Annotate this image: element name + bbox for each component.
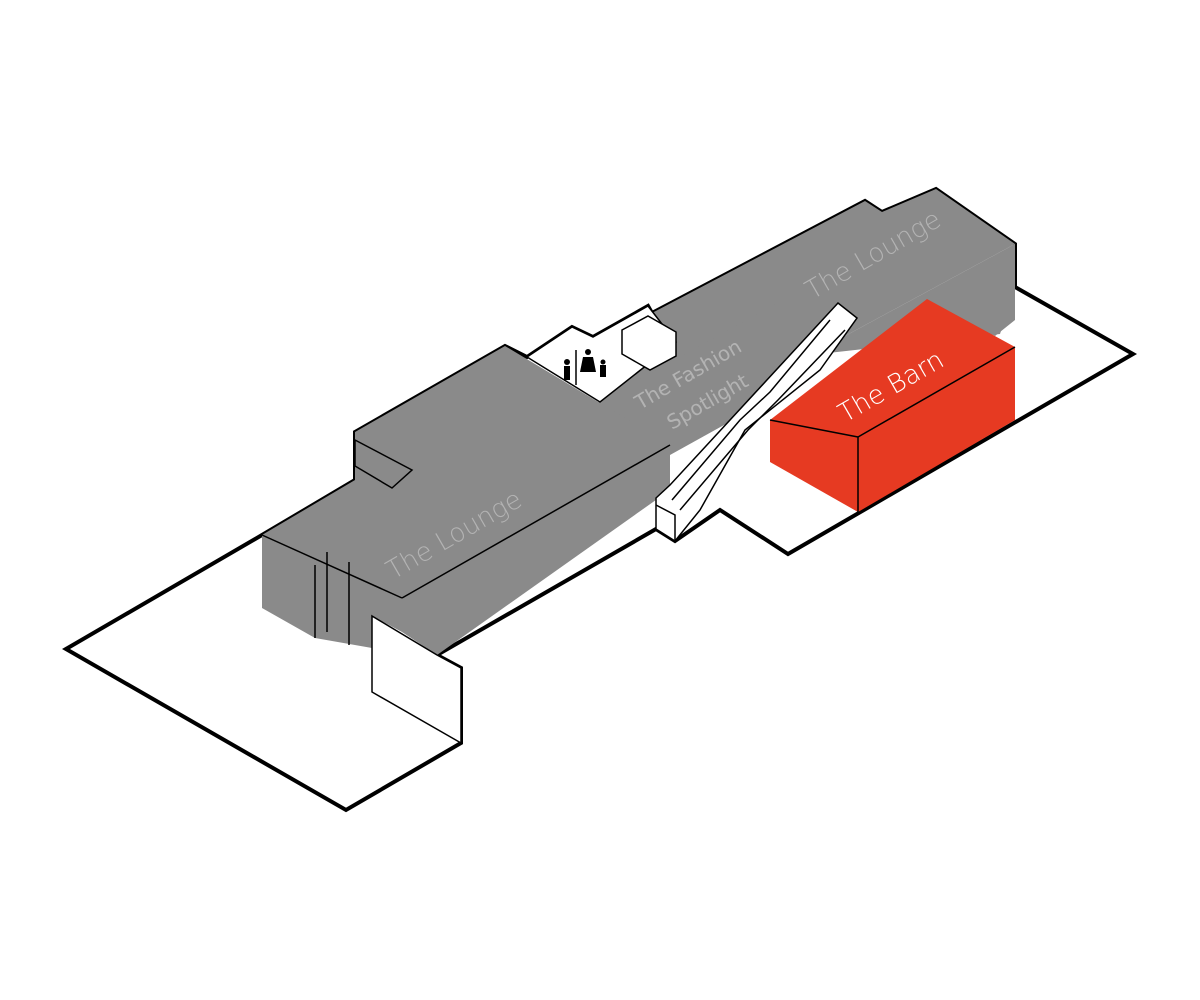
barn-edge-left — [769, 419, 859, 438]
restroom-area[interactable] — [525, 305, 678, 403]
zone-fashion-spotlight[interactable]: The Fashion Spotlight — [598, 300, 805, 455]
restroom-box — [621, 315, 677, 371]
barn-side-face — [858, 347, 1015, 512]
barn-front-face — [770, 420, 858, 512]
lounge-back-right-face — [925, 244, 1015, 336]
zone-the-barn[interactable]: The Barn — [769, 299, 1016, 512]
barn-edge-top — [857, 346, 1016, 438]
lounge-front-right-face — [402, 445, 670, 655]
lounge-front-top — [262, 346, 670, 598]
restroom-icon — [564, 349, 606, 385]
escalator-icon[interactable] — [655, 301, 859, 542]
lounge-front-notch — [354, 438, 414, 489]
escalator-base — [655, 504, 676, 541]
zone-lounge-front[interactable]: The Lounge — [261, 346, 671, 745]
lounge-front-stair — [371, 614, 462, 745]
escalator-rail-1 — [671, 319, 831, 501]
escalator-body — [655, 301, 859, 542]
lounge-front-left-face — [262, 535, 402, 648]
lounge-front-edge — [261, 534, 403, 599]
lounge-front-edge-2 — [401, 444, 671, 599]
barn-top — [770, 299, 1015, 437]
escalator-rail-2 — [679, 329, 846, 511]
fashion-spotlight-floor — [598, 300, 805, 455]
